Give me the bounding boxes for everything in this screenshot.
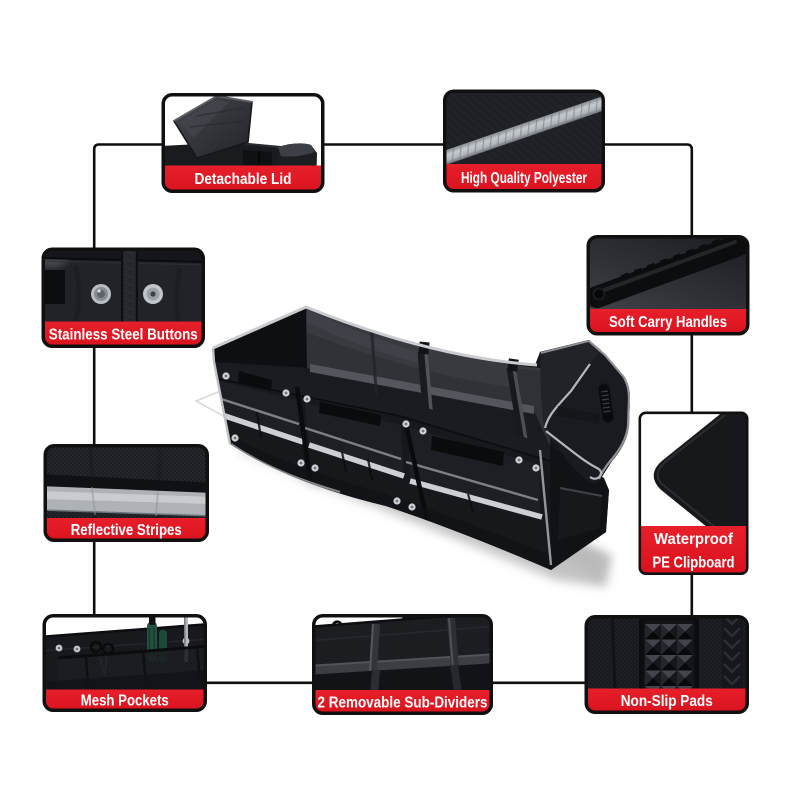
svg-text:Stainless Steel Buttons: Stainless Steel Buttons bbox=[49, 327, 198, 344]
svg-text:2 Removable Sub-Dividers: 2 Removable Sub-Dividers bbox=[318, 694, 488, 711]
svg-text:Soft Carry Handles: Soft Carry Handles bbox=[609, 314, 727, 331]
svg-text:Mesh Pockets: Mesh Pockets bbox=[81, 693, 169, 710]
svg-text:Waterproof: Waterproof bbox=[654, 531, 734, 548]
svg-text:High Quality Polyester: High Quality Polyester bbox=[461, 170, 587, 187]
svg-text:Reflective Stripes: Reflective Stripes bbox=[71, 522, 182, 539]
svg-text:Non-Slip Pads: Non-Slip Pads bbox=[621, 693, 713, 710]
svg-text:PE Clipboard: PE Clipboard bbox=[653, 554, 735, 571]
svg-text:Detachable Lid: Detachable Lid bbox=[195, 171, 292, 188]
